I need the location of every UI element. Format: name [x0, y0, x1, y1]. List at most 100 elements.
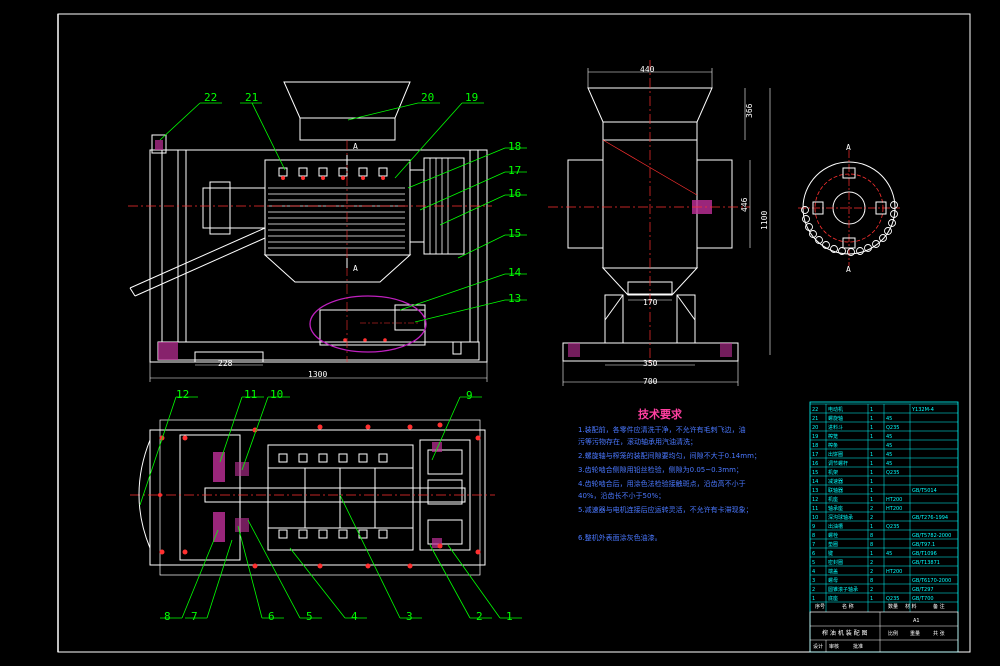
parts-row-no: 21: [812, 416, 818, 422]
parts-row-material: 45: [886, 551, 892, 557]
section-a-a-view: [798, 150, 900, 266]
parts-row-no: 15: [812, 470, 818, 476]
balloon-6: 6: [268, 610, 275, 623]
parts-row-qty: 1: [870, 497, 873, 503]
parts-row-no: 4: [812, 569, 815, 575]
parts-row-material: HT200: [886, 506, 902, 512]
parts-row-name: 圆锥滚子轴承: [828, 586, 858, 593]
parts-row-qty: 1: [870, 479, 873, 485]
parts-row-material: 45: [886, 416, 892, 422]
side-view: [548, 60, 771, 386]
parts-row-material: Q235: [886, 524, 899, 530]
parts-row-no: 13: [812, 488, 818, 494]
parts-row-no: 19: [812, 434, 818, 440]
parts-row-remark: GB/T700: [912, 596, 934, 602]
parts-row-remark: Y132M-4: [911, 407, 934, 413]
dim-side-body-height: 446: [740, 197, 749, 212]
parts-row-qty: 1: [870, 524, 873, 530]
tech-req-line: 40%，沿齿长不小于50%；: [578, 491, 665, 500]
balloon-3: 3: [406, 610, 413, 623]
parts-row-remark: GB/T6170-2000: [912, 578, 951, 584]
parts-row-name: 进料斗: [828, 424, 843, 431]
parts-header-material: 材 料: [905, 603, 917, 610]
balloon-13: 13: [508, 292, 521, 305]
tech-req-line: 5.减速器与电机连接后应运转灵活，不允许有卡滞现象；: [578, 505, 753, 514]
parts-row-qty: 1: [870, 551, 873, 557]
parts-row-remark: GB/T5782-2000: [912, 533, 951, 539]
parts-row-material: 45: [886, 434, 892, 440]
parts-row-qty: 1: [870, 407, 873, 413]
section-mark-a-right-top: A: [846, 143, 851, 152]
balloon-21: 21: [245, 91, 258, 104]
parts-row-name: 调节螺杆: [828, 460, 848, 467]
parts-row-no: 12: [812, 497, 818, 503]
parts-row-remark: GB/T13871: [912, 560, 940, 566]
tech-req-line: 6.整机外表面涂灰色油漆。: [578, 533, 662, 542]
parts-row-material: HT200: [886, 569, 902, 575]
dim-side-total-height: 1100: [760, 211, 769, 230]
balloon-10: 10: [270, 388, 283, 401]
section-mark-a-top: A: [353, 142, 358, 151]
section-mark-a-right-bottom: A: [846, 265, 851, 274]
parts-row-material: 45: [886, 452, 892, 458]
parts-row-remark: GB/T1096: [912, 551, 937, 557]
parts-row-material: HT200: [886, 497, 902, 503]
parts-row-name: 底座: [828, 595, 838, 602]
parts-row-qty: 2: [870, 506, 873, 512]
leader-lines: [139, 102, 527, 619]
parts-row-no: 16: [812, 461, 818, 467]
parts-row-qty: 1: [870, 452, 873, 458]
parts-row-no: 8: [812, 533, 815, 539]
parts-row-name: 轴承座: [828, 505, 843, 512]
tech-req-line: 污等污物存在，滚动轴承用汽油清洗；: [578, 437, 697, 446]
parts-row-remark: GB/T97.1: [912, 542, 935, 548]
parts-row-qty: 1: [870, 416, 873, 422]
parts-header-no: 序号: [815, 603, 825, 610]
parts-row-qty: 1: [870, 425, 873, 431]
sheet-info: A1: [913, 618, 920, 624]
balloon-22: 22: [204, 91, 217, 104]
parts-row-qty: 1: [870, 470, 873, 476]
parts-row-qty: 8: [870, 542, 873, 548]
dim-front-length: 1300: [308, 370, 327, 379]
balloon-9: 9: [466, 389, 473, 402]
parts-row-material: Q235: [886, 596, 899, 602]
drawing-name: 榨 油 机 装 配 图: [822, 629, 868, 637]
balloon-16: 16: [508, 187, 521, 200]
parts-row-name: 螺旋轴: [828, 415, 843, 422]
footer-review: 审核: [829, 643, 839, 650]
parts-row-name: 密封圈: [828, 559, 843, 566]
parts-row-material: 45: [886, 461, 892, 467]
dim-side-hopper-height: 366: [745, 103, 754, 118]
parts-row-qty: 8: [870, 578, 873, 584]
parts-row-no: 18: [812, 443, 818, 449]
parts-row-material: Q235: [886, 425, 899, 431]
balloon-12: 12: [176, 388, 189, 401]
dim-side-foot-width: 700: [643, 377, 658, 386]
parts-row-name: 电动机: [828, 406, 843, 413]
footer-approve: 批准: [853, 643, 863, 650]
parts-row-name: 端盖: [828, 568, 838, 575]
parts-row-name: 榨条: [828, 442, 838, 449]
parts-row-remark: GB/T5014: [912, 488, 937, 494]
parts-row-no: 5: [812, 560, 815, 566]
parts-row-no: 10: [812, 515, 818, 521]
parts-header-name: 名 称: [842, 603, 854, 610]
parts-row-no: 6: [812, 551, 815, 557]
parts-row-name: 机座: [828, 496, 838, 503]
parts-row-no: 7: [812, 542, 815, 548]
parts-row-qty: 2: [870, 569, 873, 575]
parts-row-qty: 2: [870, 560, 873, 566]
plan-view: [130, 419, 495, 576]
balloon-8: 8: [164, 610, 171, 623]
parts-row-qty: 2: [870, 515, 873, 521]
parts-row-no: 22: [812, 407, 818, 413]
tech-req-line: 1.装配前，各零件应清洗干净，不允许有毛刺飞边，油: [578, 425, 746, 434]
parts-row-remark: GB/T276-1994: [912, 515, 948, 521]
parts-row-no: 11: [812, 506, 818, 512]
parts-row-name: 键: [828, 550, 833, 557]
parts-row-qty: 2: [870, 587, 873, 593]
parts-row-qty: 1: [870, 461, 873, 467]
